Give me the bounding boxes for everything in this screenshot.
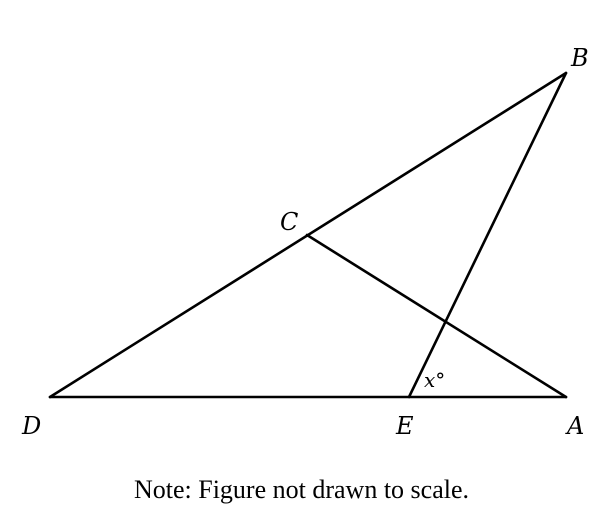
point-label-d: D [21, 412, 41, 440]
angle-label-x: x° [424, 368, 445, 392]
segment-ca [305, 233, 568, 399]
point-label-c: C [280, 208, 298, 236]
segment-eb [407, 71, 568, 399]
point-label-b: B [570, 44, 589, 72]
figure-note: Note: Figure not drawn to scale. [133, 475, 470, 504]
point-label-a: A [565, 412, 584, 440]
point-label-e: E [395, 412, 414, 440]
